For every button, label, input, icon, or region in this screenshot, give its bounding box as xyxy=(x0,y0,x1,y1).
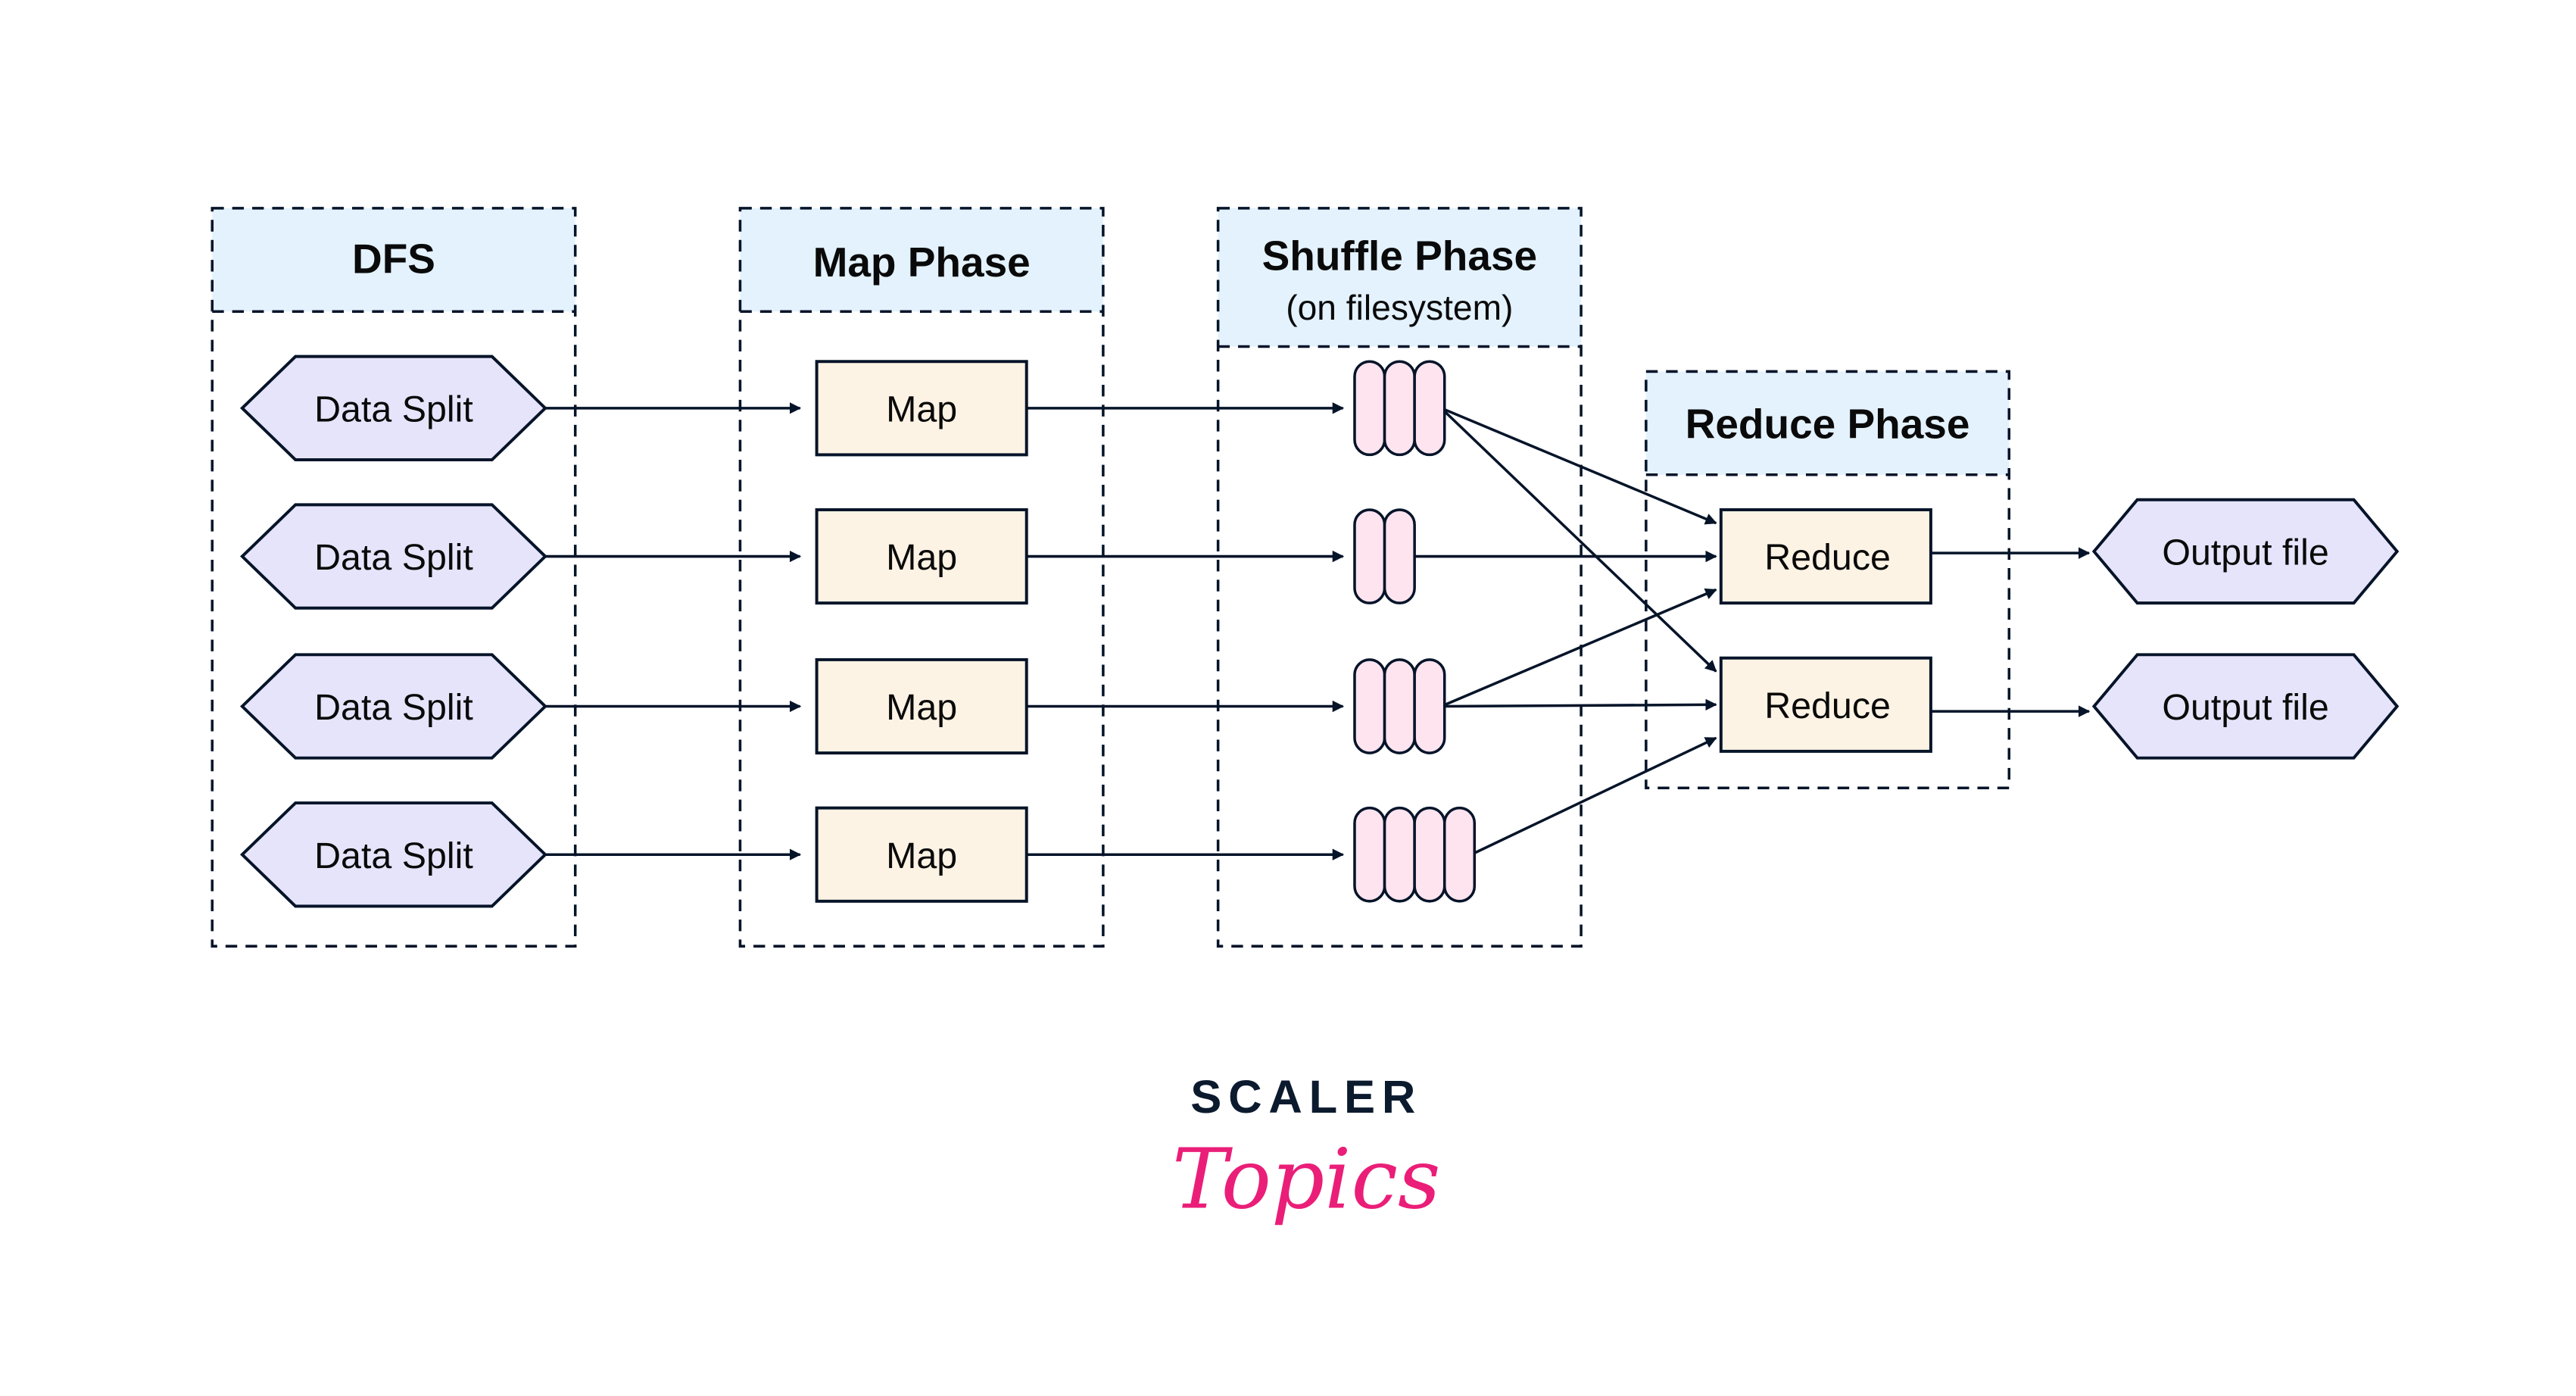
logo-product: Topics xyxy=(1172,1130,1441,1227)
hexagon-shape xyxy=(240,653,547,760)
map-label: Map xyxy=(886,835,957,876)
queue-segment xyxy=(1383,658,1416,754)
edges xyxy=(545,402,2091,860)
shuffle-queue xyxy=(1353,360,1446,457)
data-split-node: Data Split xyxy=(240,801,547,908)
map-node: Map xyxy=(815,806,1028,903)
data-split-node: Data Split xyxy=(240,503,547,610)
map-box xyxy=(815,657,1028,755)
output-file-label: Output file xyxy=(2162,687,2329,728)
phase-shuffle-subtitle: (on filesystem) xyxy=(1286,288,1513,327)
map-box xyxy=(815,806,1028,903)
output-file-node: Output file xyxy=(2091,498,2400,605)
queue-segment xyxy=(1383,806,1416,903)
reduce-node: Reduce xyxy=(1719,656,1932,753)
queue-segment xyxy=(1413,806,1446,903)
map-label: Map xyxy=(886,537,957,578)
data-split-node: Data Split xyxy=(240,653,547,760)
hexagon-shape xyxy=(240,801,547,908)
phase-dfs-title: DFS xyxy=(352,236,435,283)
hexagon-shape xyxy=(240,503,547,610)
queue-segment xyxy=(1442,806,1477,903)
edge-queue-to-reduce xyxy=(1470,736,1717,856)
queue-segment xyxy=(1383,360,1416,457)
phase-map-title: Map Phase xyxy=(813,239,1031,286)
reduce-box xyxy=(1719,508,1932,605)
queue-segment xyxy=(1383,508,1416,604)
map-box xyxy=(815,360,1028,457)
shuffle-queue xyxy=(1353,508,1416,604)
queue-segment xyxy=(1413,360,1446,457)
hexagon-shape xyxy=(240,354,547,461)
map-label: Map xyxy=(886,389,957,429)
logo-brand: SCALER xyxy=(1190,1071,1422,1123)
hexagon-shape xyxy=(2091,653,2400,760)
reduce-label: Reduce xyxy=(1764,537,1891,578)
edge-queue-to-reduce xyxy=(1440,407,1717,673)
phase-dfs: DFS xyxy=(211,207,577,948)
phase-shuffle: Shuffle Phase (on filesystem) xyxy=(1216,207,1583,948)
shuffle-queue xyxy=(1353,806,1477,903)
data-split-label: Data Split xyxy=(314,835,473,876)
reduce-label: Reduce xyxy=(1764,686,1891,726)
data-split-label: Data Split xyxy=(314,537,473,578)
queue-segment xyxy=(1413,658,1446,754)
map-label: Map xyxy=(886,687,957,728)
reduce-box xyxy=(1719,656,1932,753)
output-file-node: Output file xyxy=(2091,653,2400,760)
edge-queue-to-reduce xyxy=(1440,588,1717,708)
queue-segment xyxy=(1353,360,1386,457)
data-split-label: Data Split xyxy=(314,389,473,429)
data-split-label: Data Split xyxy=(314,687,473,728)
scaler-topics-logo: SCALER Topics xyxy=(1172,1071,1441,1227)
reduce-node: Reduce xyxy=(1719,508,1932,605)
phase-reduce: Reduce Phase xyxy=(1645,370,2011,790)
shuffle-queue xyxy=(1353,658,1446,754)
hexagon-shape xyxy=(2091,498,2400,605)
map-box xyxy=(815,508,1028,605)
phase-shuffle-title: Shuffle Phase xyxy=(1262,232,1538,279)
map-node: Map xyxy=(815,360,1028,457)
map-node: Map xyxy=(815,508,1028,605)
phase-map: Map Phase xyxy=(738,207,1105,948)
map-node: Map xyxy=(815,657,1028,755)
edge-queue-to-reduce xyxy=(1441,698,1717,711)
phase-reduce-title: Reduce Phase xyxy=(1686,400,1970,447)
data-split-node: Data Split xyxy=(240,354,547,461)
edge-queue-to-reduce xyxy=(1440,407,1717,525)
queue-segment xyxy=(1353,806,1386,903)
queue-segment xyxy=(1353,658,1386,754)
output-file-label: Output file xyxy=(2162,532,2329,573)
queue-segment xyxy=(1353,508,1386,604)
shuffle-queues xyxy=(1353,360,1477,903)
